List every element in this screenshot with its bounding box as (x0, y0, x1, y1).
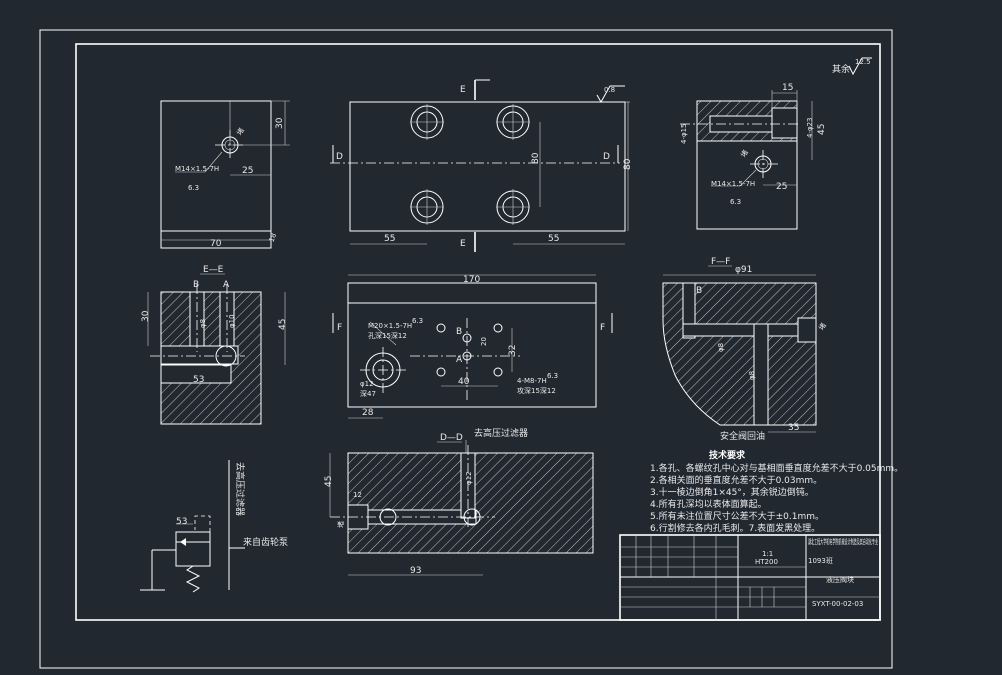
svg-text:E: E (460, 85, 466, 95)
svg-text:45: 45 (324, 476, 334, 487)
svg-text:D—D: D—D (440, 433, 463, 443)
view-top: 170 B A 40 28 32 20 M20×1.5-7H 孔深15深12 6… (332, 274, 613, 419)
tech-item: 5.所有未注位置尺寸公差不大于±0.1mm。 (650, 510, 824, 522)
technical-requirements: 技术要求 1.各孔、各螺纹孔中心对与基相面垂直度允差不大于0.05mm。 2.各… (650, 449, 903, 534)
svg-text:A: A (456, 355, 463, 365)
svg-text:深47: 深47 (360, 389, 376, 398)
svg-text:40: 40 (458, 377, 470, 387)
svg-text:HT200: HT200 (755, 558, 778, 566)
svg-text:安全阀回油: 安全阀回油 (720, 430, 765, 442)
svg-text:F: F (600, 323, 605, 333)
svg-text:堵: 堵 (336, 521, 345, 528)
svg-text:φ8: φ8 (717, 343, 725, 352)
svg-text:55: 55 (548, 234, 559, 244)
svg-text:M14×1.5-7H: M14×1.5-7H (711, 180, 755, 188)
svg-text:E: E (460, 239, 466, 249)
svg-text:4-φ15: 4-φ15 (680, 123, 688, 144)
svg-text:φ8: φ8 (748, 371, 756, 380)
svg-text:其余: 其余 (832, 63, 850, 75)
tech-title: 技术要求 (709, 449, 746, 461)
svg-text:6.3: 6.3 (730, 198, 741, 206)
svg-text:1093班: 1093班 (808, 556, 833, 565)
svg-text:25: 25 (242, 166, 253, 176)
svg-text:45: 45 (278, 319, 288, 330)
svg-text:F: F (337, 323, 342, 333)
svg-text:4-M8-7H: 4-M8-7H (517, 377, 547, 385)
svg-text:25: 25 (776, 182, 787, 192)
svg-text:去高压过滤器: 去高压过滤器 (474, 427, 528, 439)
svg-text:φ91: φ91 (735, 265, 752, 275)
tech-item: 1.各孔、各螺纹孔中心对与基相面垂直度允差不大于0.05mm。 (650, 462, 903, 474)
svg-text:170: 170 (463, 275, 480, 285)
svg-text:12: 12 (353, 491, 362, 499)
tech-item: 6.行割修去各内孔毛刺。7.表面发黑处理。 (650, 522, 820, 534)
svg-text:孔深15深12: 孔深15深12 (368, 331, 407, 340)
svg-text:φ12: φ12 (465, 471, 473, 485)
svg-text:B: B (193, 280, 199, 290)
svg-text:φ10: φ10 (228, 314, 236, 328)
svg-text:70: 70 (210, 239, 222, 249)
svg-text:30: 30 (141, 310, 151, 322)
svg-text:E—E: E—E (203, 265, 224, 275)
svg-text:80: 80 (531, 152, 541, 164)
view-section-ee: E—E B A 30 45 53 φ8 φ10 (141, 265, 288, 425)
hydraulic-schematic: 去高压过滤器 来自齿轮泵 53 (140, 460, 288, 593)
svg-text:45: 45 (817, 124, 827, 135)
svg-text:堵: 堵 (739, 148, 750, 159)
svg-text:53: 53 (176, 517, 187, 527)
view-front: 80 80 55 55 E E D D 0.8 (330, 79, 633, 252)
svg-text:4-φ23: 4-φ23 (806, 117, 814, 138)
svg-text:0.8: 0.8 (604, 86, 615, 94)
svg-text:53: 53 (193, 375, 204, 385)
view-section-dd: D—D 去高压过滤器 45 φ12 12 93 堵 (324, 427, 594, 576)
svg-text:6.3: 6.3 (547, 372, 558, 380)
inner-border (75, 43, 881, 621)
svg-text:1:1: 1:1 (762, 550, 773, 558)
svg-text:30: 30 (275, 117, 285, 129)
svg-text:28: 28 (362, 408, 374, 418)
svg-text:80: 80 (623, 158, 633, 170)
view-left-top: 30 25 70 18 M14×1.5-7H 6.3 堵 (160, 100, 290, 249)
svg-text:SYXT-00-02-03: SYXT-00-02-03 (812, 600, 863, 608)
tech-item: 2.各相关面的垂直度允差不大于0.03mm。 (650, 474, 822, 486)
svg-text:湖北工程大学机电学院机械设计制造及其自动化专业: 湖北工程大学机电学院机械设计制造及其自动化专业 (808, 537, 878, 546)
tech-item: 3.十一棱边倒角1×45°，其余锐边倒钝。 (650, 486, 814, 498)
svg-text:6.3: 6.3 (412, 317, 423, 325)
outer-border (39, 29, 893, 669)
svg-text:6.3: 6.3 (188, 184, 199, 192)
svg-text:φ12: φ12 (360, 380, 374, 388)
svg-text:M14×1.5-7H: M14×1.5-7H (175, 165, 219, 173)
svg-text:20: 20 (480, 337, 488, 346)
svg-text:堵: 堵 (235, 126, 246, 137)
svg-text:D: D (336, 152, 343, 162)
svg-text:去高压过滤器: 去高压过滤器 (234, 462, 246, 516)
svg-text:F—F: F—F (711, 257, 730, 267)
view-right-top: 15 4-φ23 4-φ15 45 25 M14×1.5-7H 6.3 堵 (680, 83, 827, 230)
svg-text:12.5: 12.5 (855, 58, 871, 66)
svg-text:18: 18 (268, 232, 279, 243)
svg-text:32: 32 (508, 345, 518, 356)
svg-text:φ8: φ8 (199, 319, 207, 328)
svg-text:液压阀块: 液压阀块 (826, 575, 854, 584)
svg-text:B: B (456, 327, 462, 337)
svg-text:攻深15深12: 攻深15深12 (517, 386, 556, 395)
svg-text:堵: 堵 (817, 321, 828, 332)
svg-text:55: 55 (384, 234, 395, 244)
tech-item: 4.所有孔深均以表体面算起。 (650, 498, 767, 510)
svg-text:15: 15 (782, 83, 793, 93)
title-block: 1:1 HT200 湖北工程大学机电学院机械设计制造及其自动化专业 1093班 … (619, 534, 881, 621)
svg-text:A: A (223, 280, 230, 290)
svg-text:93: 93 (410, 566, 421, 576)
view-section-ff: F—F φ91 B φ8 φ8 35 堵 安全阀回油 (662, 257, 828, 442)
roughness-note: 其余 12.5 (832, 57, 872, 76)
svg-text:B: B (696, 286, 702, 296)
svg-text:35: 35 (788, 423, 799, 433)
svg-text:来自齿轮泵: 来自齿轮泵 (243, 536, 288, 548)
svg-text:M20×1.5-7H: M20×1.5-7H (368, 322, 412, 330)
svg-text:D: D (603, 152, 610, 162)
